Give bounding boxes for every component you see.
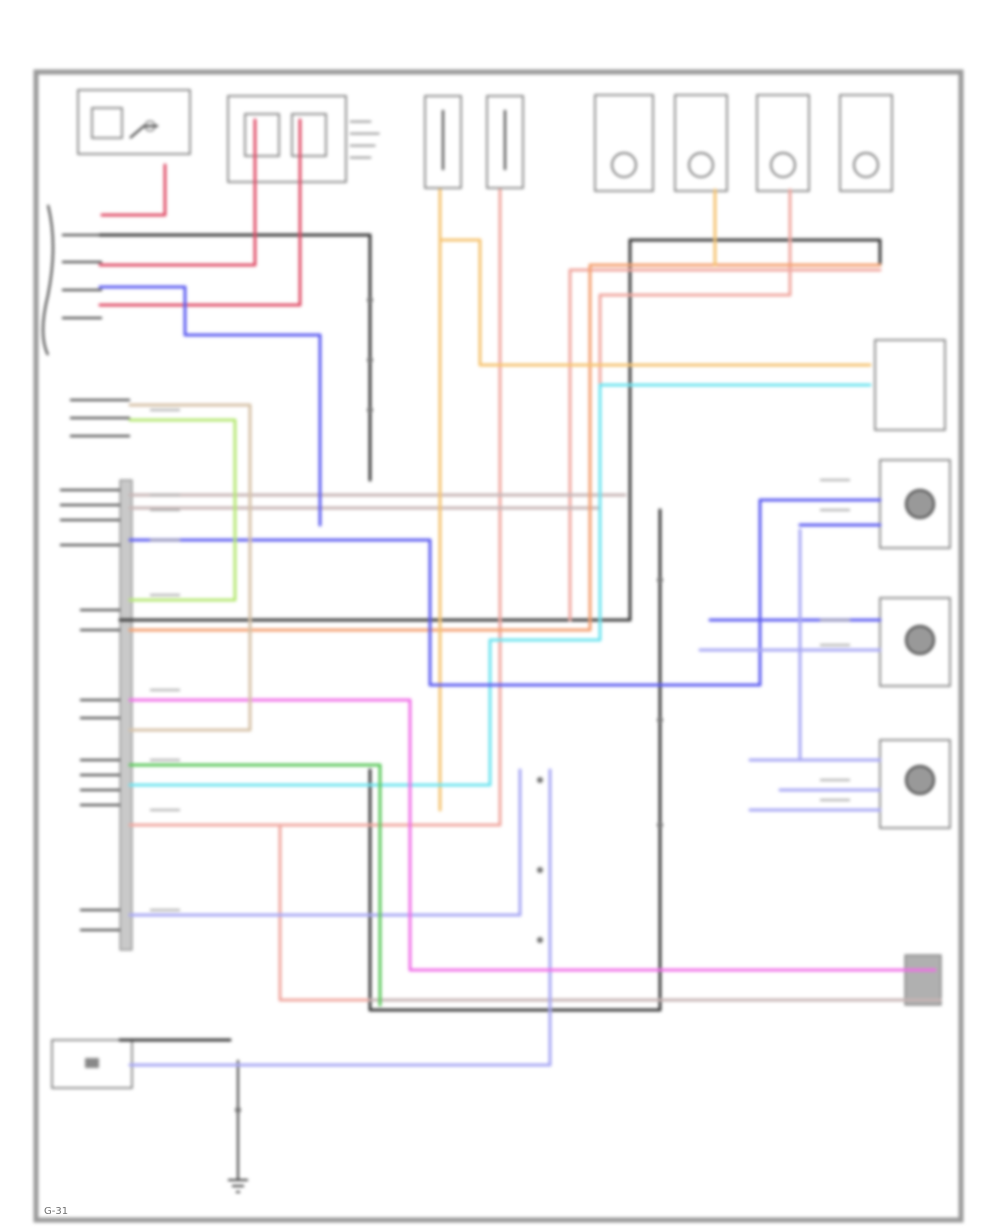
fuse-top-2 <box>486 95 524 189</box>
wire-tan <box>128 403 252 732</box>
speaker-2 <box>879 597 951 687</box>
amplifier-unit <box>51 1039 133 1089</box>
wire-cyan <box>128 383 872 787</box>
wire-red <box>98 118 302 307</box>
svg-text:━━━━━: ━━━━━ <box>349 118 372 126</box>
fuse-label-group: ━━━━━ ━━━━━━━ ━━━━━━ ━━━━━ <box>349 118 380 162</box>
splice-points <box>235 297 663 1113</box>
relay-top-1 <box>594 94 654 192</box>
fuse-relay-block <box>227 95 347 183</box>
wire-orange <box>128 263 882 632</box>
connector-right <box>874 339 946 431</box>
wire-blue <box>98 285 882 687</box>
wire-light-green <box>128 418 237 602</box>
connector-bottom-right <box>904 954 942 1006</box>
ignition-switch-box <box>77 89 191 155</box>
control-unit-left <box>60 479 133 951</box>
wire-labels <box>150 409 850 911</box>
relay-top-4 <box>839 94 893 192</box>
connector-left-relay <box>70 399 130 437</box>
wire-pink <box>128 698 937 972</box>
speaker-1 <box>879 459 951 549</box>
wire-black-main <box>98 233 882 1042</box>
wire-light-blue <box>128 528 882 1067</box>
svg-text:━━━━━: ━━━━━ <box>349 154 372 162</box>
wire-salmon <box>128 188 902 1002</box>
page-marker: G-31 <box>44 1206 68 1217</box>
svg-text:━━━━━━: ━━━━━━ <box>349 142 376 150</box>
wire-yellow <box>438 188 872 812</box>
fuse-top-1 <box>424 95 462 189</box>
wire-green <box>128 763 382 1007</box>
ground-point <box>228 1060 248 1193</box>
relay-top-2 <box>674 94 728 192</box>
speaker-3 <box>879 739 951 829</box>
diagram-border <box>33 69 964 1223</box>
wire-gray <box>128 493 942 1002</box>
connector-left-upper <box>42 204 102 356</box>
svg-text:━━━━━━━: ━━━━━━━ <box>349 130 380 138</box>
relay-top-3 <box>756 94 810 192</box>
